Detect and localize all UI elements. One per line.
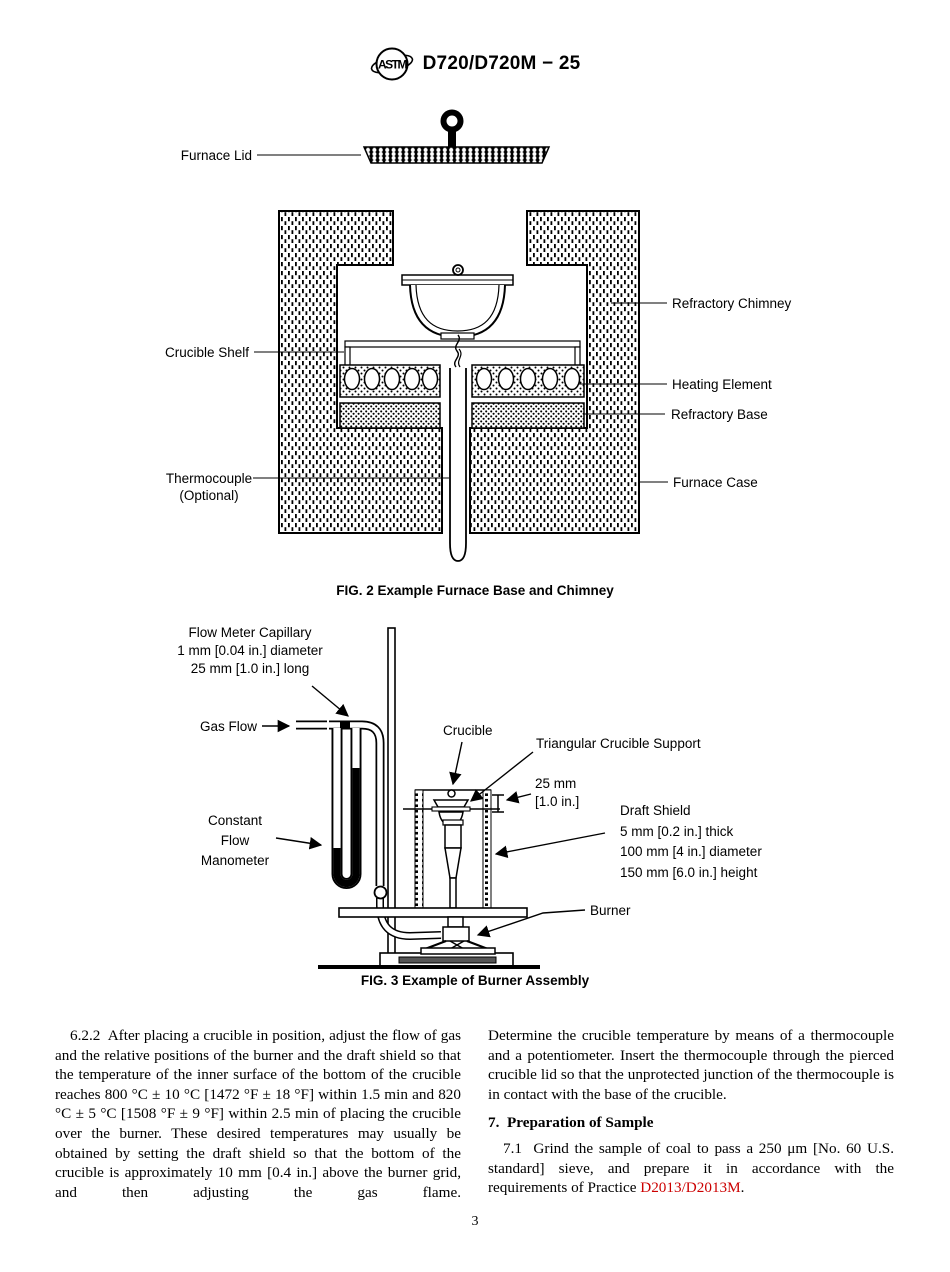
standard-designation: D720/D720M − 25 xyxy=(422,53,581,74)
thermocouple-drawing xyxy=(449,334,467,562)
label-heating-element: Heating Element xyxy=(672,377,772,392)
practice-d2013-link[interactable]: D2013/D2013M xyxy=(640,1179,741,1197)
label-draft-shield-diameter: 100 mm [4 in.] diameter xyxy=(620,844,762,859)
label-flow-meter-diameter: 1 mm [0.04 in.] diameter xyxy=(177,643,323,658)
label-refractory-chimney: Refractory Chimney xyxy=(672,296,792,311)
text-column-right: Determine the crucible temperature by me… xyxy=(488,1026,894,1198)
page-number: 3 xyxy=(471,1214,479,1229)
label-flow-meter-length: 25 mm [1.0 in.] long xyxy=(191,661,310,676)
label-flow-meter-capillary: Flow Meter Capillary xyxy=(188,625,311,640)
page-header: ASTM D720/D720M − 25 xyxy=(0,44,950,84)
label-triangular-support: Triangular Crucible Support xyxy=(536,736,701,751)
stand-drawing xyxy=(318,627,540,969)
label-refractory-base: Refractory Base xyxy=(671,407,768,422)
label-thermocouple-optional: (Optional) xyxy=(179,488,238,503)
label-crucible: Crucible xyxy=(443,723,493,738)
label-furnace-case: Furnace Case xyxy=(673,475,758,490)
label-dim-25mm: 25 mm xyxy=(535,776,576,791)
gas-tube-drawing xyxy=(296,720,442,941)
paragraph-7-1-text: 7.1 Grind the sample of coal to pass a 2… xyxy=(488,1139,894,1197)
heating-element-drawing xyxy=(339,364,585,398)
figure-2-furnace-drawing: Furnace Lid Crucible Shelf Thermocouple … xyxy=(165,109,792,562)
figure-2-leader-lines xyxy=(253,154,668,483)
label-thermocouple: Thermocouple xyxy=(166,471,252,486)
furnace-lid-drawing xyxy=(362,109,551,164)
label-draft-shield-height: 150 mm [6.0 in.] height xyxy=(620,865,758,880)
figure-3-caption: FIG. 3 Example of Burner Assembly xyxy=(360,973,590,988)
astm-logo-text: ASTM xyxy=(378,58,408,72)
astm-logo-icon: ASTM xyxy=(370,47,413,81)
figure-3-burner-drawing: Flow Meter Capillary 1 mm [0.04 in.] dia… xyxy=(177,625,762,969)
paragraph-7-1-period: . xyxy=(740,1179,745,1197)
section-7-heading: 7. Preparation of Sample xyxy=(488,1114,654,1132)
crucible-drawing xyxy=(401,264,514,340)
label-dim-1in: [1.0 in.] xyxy=(535,794,579,809)
label-draft-shield-thick: 5 mm [0.2 in.] thick xyxy=(620,824,734,839)
crucible-shelf-drawing xyxy=(344,340,581,369)
paragraph-7-1: 7.1 Grind the sample of coal to pass a 2… xyxy=(488,1139,894,1198)
label-burner: Burner xyxy=(590,903,631,918)
figure-2-caption: FIG. 2 Example Furnace Base and Chimney xyxy=(336,583,614,598)
dimension-marker xyxy=(492,794,504,813)
label-constant: Constant xyxy=(208,813,262,828)
paragraph-6-2-2: 6.2.2 After placing a crucible in positi… xyxy=(55,1027,461,1201)
paragraph-6-2-2-continued: Determine the crucible temperature by me… xyxy=(488,1027,894,1103)
label-crucible-shelf: Crucible Shelf xyxy=(165,345,249,360)
label-manometer: Manometer xyxy=(201,853,270,868)
label-gas-flow: Gas Flow xyxy=(200,719,257,734)
text-column-left: 6.2.2 After placing a crucible in positi… xyxy=(55,1026,461,1202)
refractory-base-drawing xyxy=(339,402,585,429)
manometer-drawing xyxy=(331,728,362,889)
label-flow: Flow xyxy=(221,833,250,848)
label-furnace-lid: Furnace Lid xyxy=(181,148,252,163)
label-draft-shield: Draft Shield xyxy=(620,803,691,818)
burner-drawing xyxy=(338,819,528,955)
figure-3-leader-lines xyxy=(262,685,606,938)
furnace-wall-drawing xyxy=(278,210,640,534)
